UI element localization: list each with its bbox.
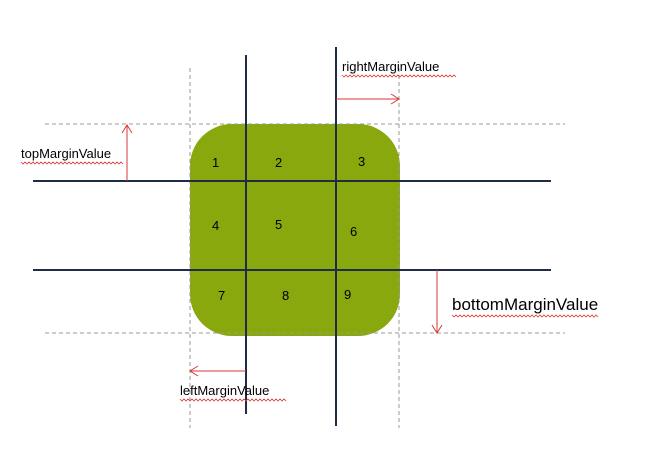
right-margin-arrow	[336, 93, 400, 105]
top-margin-arrow	[121, 124, 133, 181]
cell-2: 2	[275, 155, 282, 170]
left-margin-arrow	[189, 365, 246, 377]
bottom-margin-arrow	[431, 270, 443, 334]
cell-8: 8	[282, 288, 289, 303]
left-margin-spellcheck-underline	[179, 398, 287, 402]
cell-6: 6	[350, 224, 357, 239]
right-margin-label: rightMarginValue	[342, 59, 439, 74]
bottom-margin-spellcheck-underline	[451, 314, 599, 318]
left-margin-label: leftMarginValue	[180, 383, 269, 398]
cell-7: 7	[218, 288, 225, 303]
cell-1: 1	[212, 155, 219, 170]
right-margin-spellcheck-underline	[341, 74, 457, 78]
bottom-margin-label: bottomMarginValue	[452, 295, 598, 314]
cell-numbers: 1 2 3 4 5 6 7 8 9	[212, 154, 365, 303]
top-margin-label: topMarginValue	[21, 146, 111, 161]
top-margin-spellcheck-underline	[20, 161, 124, 165]
cell-4: 4	[212, 218, 219, 233]
cell-3: 3	[358, 154, 365, 169]
cell-5: 5	[275, 217, 282, 232]
image-shape	[190, 124, 400, 336]
cell-9: 9	[344, 287, 351, 302]
